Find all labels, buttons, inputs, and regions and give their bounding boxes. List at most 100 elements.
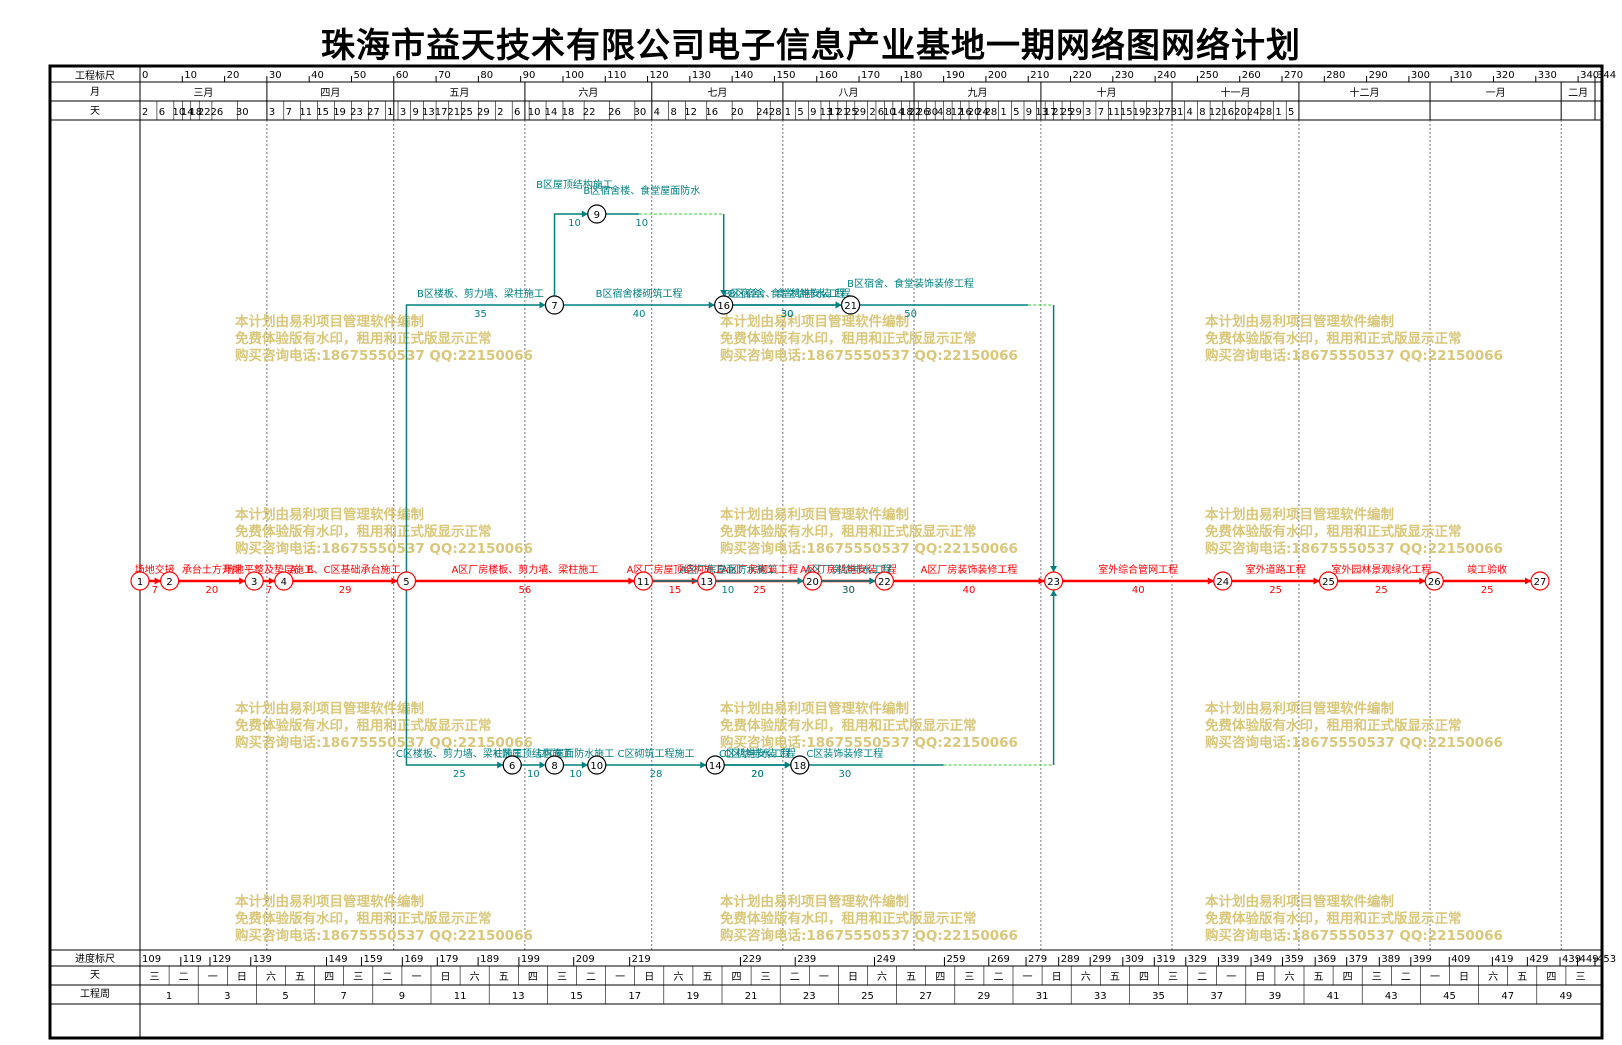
weekday-label: 五 bbox=[499, 972, 509, 983]
week-label: 9 bbox=[399, 991, 405, 1002]
day-label: 6 bbox=[878, 107, 884, 118]
day-label: 2 bbox=[497, 107, 503, 118]
day-label: 11 bbox=[1107, 107, 1120, 118]
week-label: 35 bbox=[1152, 991, 1165, 1002]
watermark-text: 本计划由易利项目管理软件编制 bbox=[720, 313, 909, 330]
day-label: 30 bbox=[236, 107, 249, 118]
activity-duration: 10 bbox=[569, 769, 582, 780]
progress-tick-label: 239 bbox=[797, 954, 816, 965]
arrow-head bbox=[835, 301, 842, 309]
weekday-label: 二 bbox=[790, 972, 800, 983]
day-label: 20 bbox=[731, 107, 744, 118]
day-label: 9 bbox=[810, 107, 816, 118]
activity-duration: 28 bbox=[650, 769, 663, 780]
arrow-head bbox=[581, 761, 588, 769]
event-node-number: 26 bbox=[1428, 577, 1441, 588]
week-label: 45 bbox=[1443, 991, 1456, 1002]
day-label: 4 bbox=[937, 107, 943, 118]
weekday-label: 二 bbox=[993, 972, 1003, 983]
event-node-number: 1 bbox=[137, 577, 143, 588]
weekday-label: 六 bbox=[673, 971, 683, 983]
activity-name: A区厂房屋面防水施工 bbox=[679, 563, 776, 576]
scale-tick-label: 320 bbox=[1495, 70, 1514, 81]
weekday-label: 五 bbox=[1314, 972, 1324, 983]
activity-duration: 50 bbox=[904, 309, 917, 320]
weekday-label: 二 bbox=[1197, 972, 1207, 983]
weekday-label: 日 bbox=[237, 972, 247, 983]
month-label: 十二月 bbox=[1349, 86, 1379, 99]
progress-tick-label: 329 bbox=[1188, 954, 1207, 965]
watermark-text: 本计划由易利项目管理软件编制 bbox=[720, 506, 909, 523]
weekday-label: 三 bbox=[1575, 972, 1585, 983]
week-label: 15 bbox=[570, 991, 583, 1002]
day-label: 3 bbox=[269, 107, 275, 118]
weekday-label: 日 bbox=[1459, 972, 1469, 983]
activity-duration: 30 bbox=[781, 309, 794, 320]
event-node bbox=[714, 295, 734, 315]
weekday-label: 一 bbox=[1430, 972, 1440, 983]
month-label: 七月 bbox=[707, 87, 727, 99]
event-node-number: 18 bbox=[793, 761, 806, 772]
scale-tick-label: 180 bbox=[903, 70, 922, 81]
weekday-label: 日 bbox=[1052, 972, 1062, 983]
outer-frame bbox=[48, 64, 1604, 1040]
watermark-text: 购买咨询电话:18675550537 QQ:22150066 bbox=[720, 734, 1018, 751]
scale-tick-label: 130 bbox=[692, 70, 711, 81]
progress-tick-label: 259 bbox=[946, 954, 965, 965]
weekday-label: 四 bbox=[1343, 972, 1353, 983]
day-label: 29 bbox=[853, 107, 866, 118]
day-label: 4 bbox=[654, 107, 660, 118]
day-label: 1 bbox=[1275, 107, 1281, 118]
progress-tick-label: 199 bbox=[521, 954, 540, 965]
activity-duration: 35 bbox=[474, 309, 487, 320]
activity-duration: 29 bbox=[339, 585, 352, 596]
activity-arrow bbox=[405, 590, 504, 766]
progress-tick-label: 369 bbox=[1317, 954, 1336, 965]
weekday-label: 二 bbox=[1401, 972, 1411, 983]
progress-tick-label: 209 bbox=[576, 954, 595, 965]
activity-duration: 20 bbox=[751, 769, 764, 780]
weekday-label: 五 bbox=[702, 972, 712, 983]
weekday-label: 二 bbox=[179, 972, 189, 983]
progress-tick-label: 299 bbox=[1092, 954, 1111, 965]
activity-duration: 30 bbox=[838, 769, 851, 780]
week-label: 41 bbox=[1327, 991, 1340, 1002]
footer-row-label-0: 进度标尺 bbox=[75, 952, 115, 965]
weekday-label: 日 bbox=[644, 972, 654, 983]
activity-arrow bbox=[405, 304, 546, 572]
event-node bbox=[697, 571, 717, 591]
activity-name: B区屋顶结构施工 bbox=[536, 178, 613, 191]
arrow-head bbox=[391, 577, 398, 585]
watermark-text: 本计划由易利项目管理软件编制 bbox=[1205, 313, 1394, 330]
event-node-number: 8 bbox=[551, 761, 557, 772]
day-label: 25 bbox=[460, 107, 473, 118]
arrow-head bbox=[1207, 577, 1214, 585]
day-label: 18 bbox=[900, 107, 913, 118]
event-node bbox=[790, 755, 810, 775]
week-label: 25 bbox=[861, 991, 874, 1002]
watermark-text: 免费体验版有水印，租用和正式版显示正常 bbox=[720, 910, 977, 927]
event-node-number: 5 bbox=[403, 577, 409, 588]
week-label: 7 bbox=[341, 991, 347, 1002]
progress-tick-label: 309 bbox=[1125, 954, 1144, 965]
day-label: 4 bbox=[1187, 107, 1193, 118]
day-label: 12 bbox=[951, 107, 964, 118]
day-label: 13 bbox=[1035, 107, 1048, 118]
progress-tick-label: 409 bbox=[1451, 954, 1470, 965]
arrow-head bbox=[581, 210, 588, 218]
activity-name: A区厂房给排水工程 bbox=[805, 563, 892, 576]
week-label: 3 bbox=[224, 991, 230, 1002]
watermark-text: 本计划由易利项目管理软件编制 bbox=[1205, 700, 1394, 717]
arrow-head bbox=[268, 577, 275, 585]
scale-tick-label: 80 bbox=[480, 70, 493, 81]
month-label: 四月 bbox=[320, 87, 340, 99]
watermark-text: 免费体验版有水印，租用和正式版显示正常 bbox=[1205, 330, 1462, 347]
progress-tick-label: 359 bbox=[1285, 954, 1304, 965]
event-node bbox=[274, 571, 294, 591]
page-title: 珠海市益天技术有限公司电子信息产业基地一期网络图网络计划 bbox=[321, 26, 1301, 66]
event-node-number: 27 bbox=[1534, 577, 1547, 588]
weekday-label: 五 bbox=[906, 972, 916, 983]
activity-name: 室外园林景观绿化工程 bbox=[1331, 563, 1431, 576]
watermark-text: 免费体验版有水印，租用和正式版显示正常 bbox=[1205, 523, 1462, 540]
activity-name: A、B、C区基础承台施工 bbox=[290, 563, 401, 576]
